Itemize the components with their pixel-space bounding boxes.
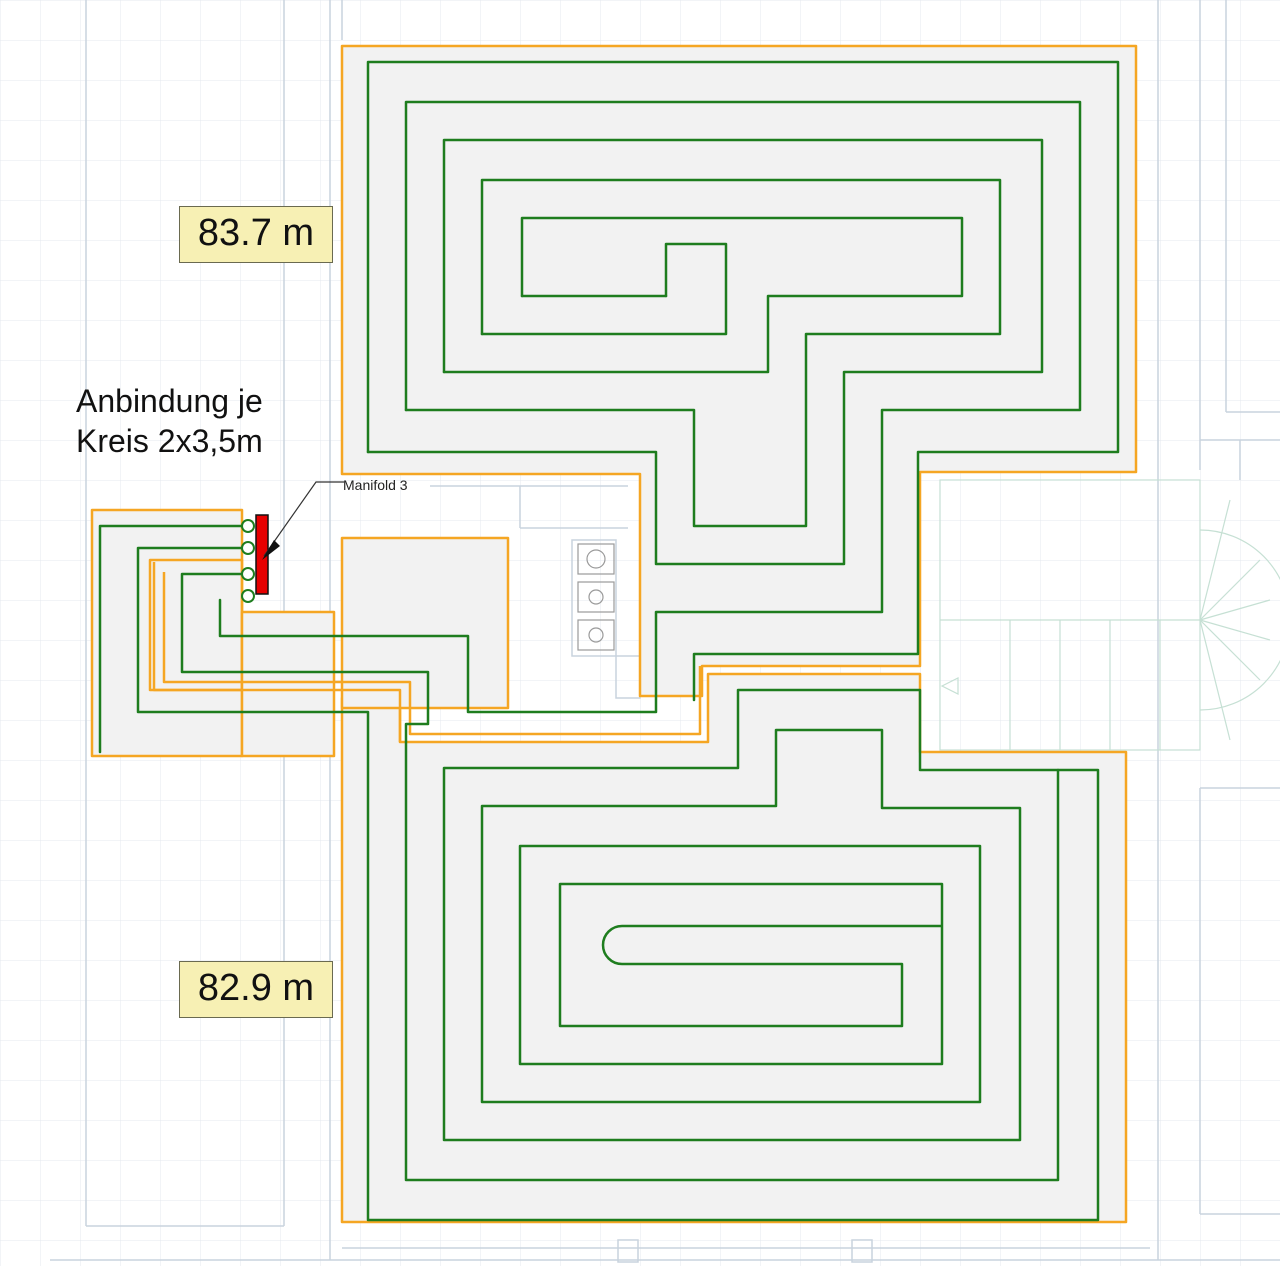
connection-note-line-1: Anbindung je bbox=[76, 383, 263, 419]
zone-corridor bbox=[240, 610, 336, 758]
connection-note: Anbindung je Kreis 2x3,5m bbox=[76, 381, 263, 461]
manifold-leader-line bbox=[263, 481, 344, 557]
circuit-length-label-lower: 82.9 m bbox=[179, 961, 333, 1018]
fixtures bbox=[577, 543, 615, 651]
connection-note-line-2: Kreis 2x3,5m bbox=[76, 423, 263, 459]
heating-zones bbox=[90, 44, 1138, 1224]
manifold-ports bbox=[241, 519, 255, 603]
zone-small-room bbox=[340, 536, 510, 710]
port-2[interactable] bbox=[241, 541, 255, 555]
circuit-length-label-upper: 83.7 m bbox=[179, 206, 333, 263]
manifold-label: Manifold 3 bbox=[343, 477, 408, 493]
staircase bbox=[939, 479, 1280, 751]
port-1[interactable] bbox=[241, 519, 255, 533]
pipe-circuit-upper bbox=[98, 60, 1120, 754]
manifold-arrow-icon bbox=[262, 540, 280, 560]
port-3[interactable] bbox=[241, 567, 255, 581]
supply-lines bbox=[152, 562, 702, 742]
pipe-circuit-lower bbox=[136, 546, 1100, 1222]
port-4[interactable] bbox=[241, 589, 255, 603]
